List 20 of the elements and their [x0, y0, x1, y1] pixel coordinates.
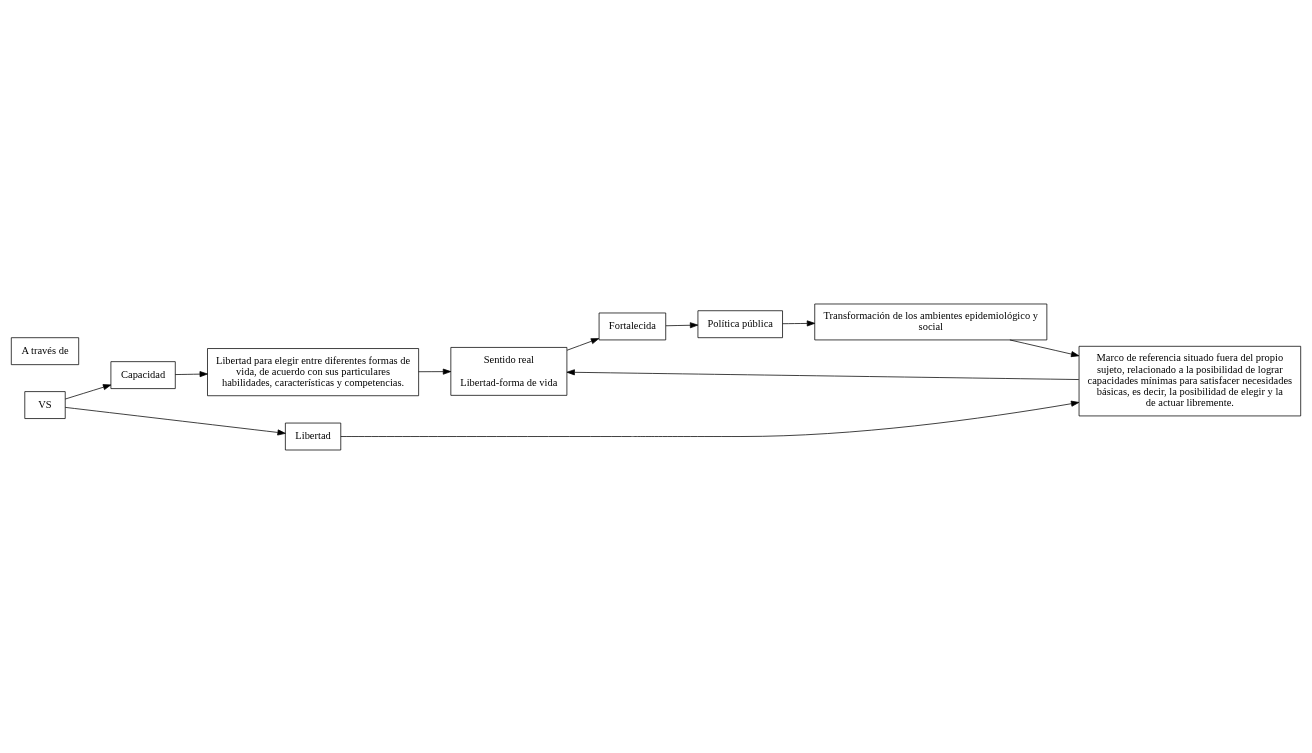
arrow: [340, 400, 1080, 437]
node-box: Marco de referencia situado fuera del propio sujeto, relacionado a la posibilidad de lograr capacidades mínimas para satisfacer necesidades básicas, es decir, la posibilidad de elegir y la de actuar libremente.: [1078, 345, 1302, 416]
arrow: [1009, 339, 1080, 357]
arrow: [64, 383, 112, 399]
arrow: [665, 321, 699, 328]
node-box: A través de: [10, 336, 80, 365]
node-box: Transformación de los ambientes epidemiológico y social: [814, 303, 1048, 340]
node-box: Política pública: [697, 309, 783, 338]
arrow: [418, 368, 452, 375]
node-box: Sentido real Libertad-forma de vida: [450, 346, 568, 396]
arrow: [566, 368, 1080, 380]
node-box: VS: [24, 390, 66, 419]
arrow: [65, 406, 286, 435]
arrow: [566, 337, 600, 351]
node-box: Capacidad: [110, 360, 176, 389]
node-box: Libertad: [285, 422, 342, 450]
node-box: Fortalecida: [598, 312, 667, 340]
arrow: [174, 370, 208, 377]
arrow: [782, 319, 816, 326]
node-box: Libertad para elegir entre diferentes formas de vida, de acuerdo con sus particulares habilidades, características y competencias.: [207, 347, 419, 396]
